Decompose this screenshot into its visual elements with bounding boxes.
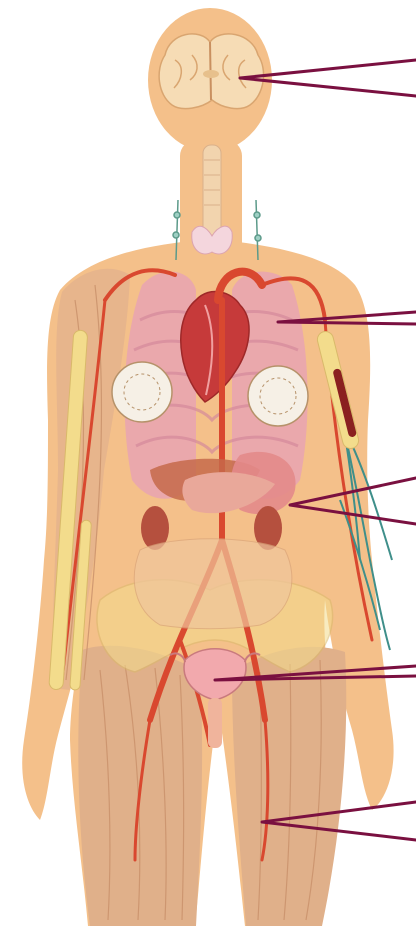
abdominal-organs — [134, 452, 295, 629]
intestines — [134, 539, 292, 629]
right-thigh-muscles — [232, 647, 346, 926]
brain — [159, 34, 263, 109]
